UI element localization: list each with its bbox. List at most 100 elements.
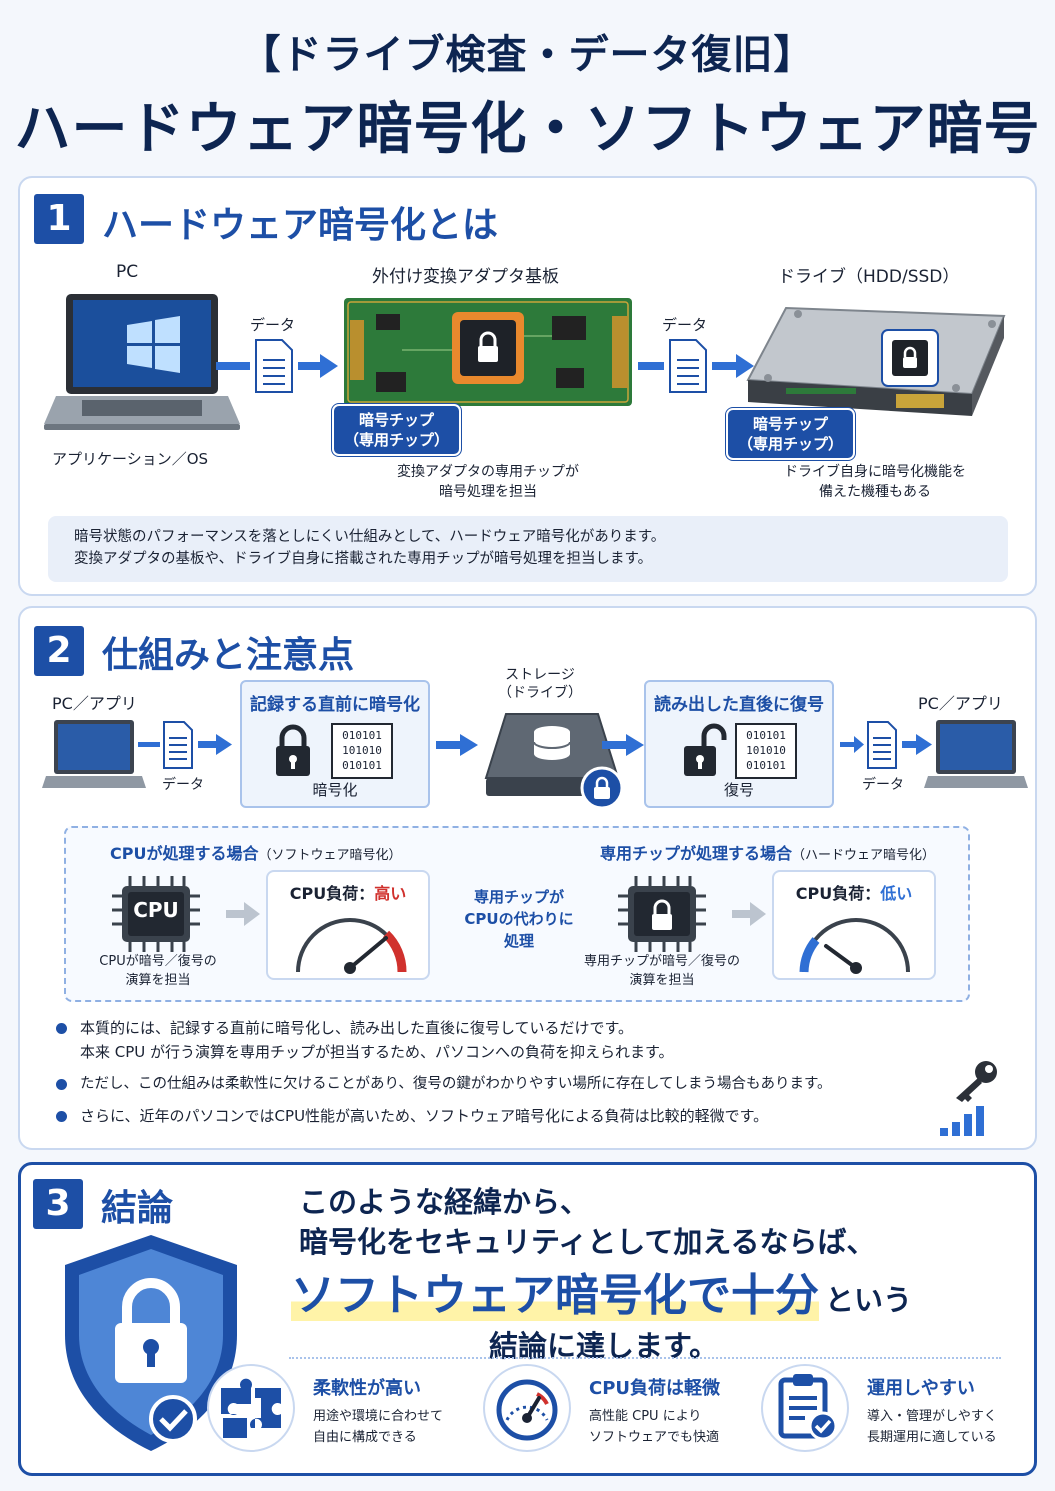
arrow-right-icon	[436, 734, 478, 756]
binary-line: 101010	[342, 744, 382, 757]
feature-flexibility-desc: 用途や環境に合わせて 自由に構成できる	[313, 1406, 443, 1448]
cpu-case-heading-sub: （ソフトウェア暗号化）	[258, 848, 402, 863]
cpu-chip-label: CPU	[133, 898, 179, 922]
chip-badge-2-line1: 暗号チップ	[753, 415, 829, 433]
chip-badge-2: 暗号チップ （専用チップ）	[726, 408, 856, 460]
feature-desc-line: 長期運用に適している	[867, 1430, 997, 1445]
drive-caption-line2: 備えた機種もある	[819, 484, 931, 500]
feature-flexibility: 柔軟性が高い 用途や環境に合わせて 自由に構成できる	[207, 1360, 477, 1460]
adapter-caption-line2: 暗号処理を担当	[439, 484, 537, 500]
data-arrow-icon	[138, 721, 232, 769]
middle-line-3: 処理	[503, 932, 534, 950]
cpu-caption-line1: CPUが暗号／復号の	[99, 954, 217, 969]
bullet-1-line-1: 本質的には、記録する直前に暗号化し、読み出した直後に復号しているだけです。	[80, 1019, 634, 1037]
section-3-title: 結論	[101, 1188, 174, 1229]
cpu-caption-line2: 演算を担当	[125, 973, 191, 988]
pc-app-right-label: PC／アプリ	[918, 694, 1003, 713]
feature-desc-line: ソフトウェアでも快適	[589, 1430, 720, 1445]
puzzle-icon	[221, 1378, 281, 1438]
cpu-caption: CPUが暗号／復号の 演算を担当	[78, 952, 238, 990]
binary-text: 010101 101010 010101	[738, 728, 794, 773]
data-label-right: データ	[862, 777, 904, 793]
pc-label: PC	[116, 262, 139, 282]
info-line-1: 暗号状態のパフォーマンスを落としにくい仕組みとして、ハードウェア暗号化があります…	[74, 529, 666, 545]
binary-line: 010101	[342, 759, 382, 772]
feature-cpu-load-title: CPU負荷は軽微	[589, 1378, 721, 1399]
chip-badge-1-line2: （専用チップ）	[344, 431, 450, 449]
cpu-load-label: CPU負荷：	[795, 884, 881, 903]
laptop-icon	[44, 294, 240, 430]
data-label-left: データ	[162, 777, 204, 793]
bullet-1-line-2: 本来 CPU が行う演算を専用チップが担当するため、パソコンへの負荷を抑えられま…	[80, 1043, 674, 1061]
feature-cpu-load: CPU負荷は軽微 高性能 CPU により ソフトウェアでも快適	[483, 1360, 753, 1460]
drive-caption-line1: ドライブ自身に暗号化機能を	[784, 464, 966, 480]
chip-case-heading-text: 専用チップが処理する場合	[600, 844, 793, 863]
section-2-number: 2	[34, 626, 84, 676]
binary-line: 010101	[746, 759, 786, 772]
cpu-load-high-value: 高い	[374, 884, 407, 903]
chip-caption-line2: 演算を担当	[629, 973, 695, 988]
section-1-number: 1	[34, 194, 84, 244]
pc-caption: アプリケーション／OS	[52, 450, 209, 468]
laptop-icon	[42, 720, 146, 788]
header-subtitle: 【ドライブ検査・データ復旧】	[240, 32, 815, 78]
gauge-high-icon	[296, 918, 407, 974]
chip-caption: 専用チップが暗号／復号の 演算を担当	[570, 952, 754, 990]
adapter-label: 外付け変換アダプタ基板	[372, 267, 559, 287]
chip-caption-line1: 専用チップが暗号／復号の	[583, 954, 740, 969]
data-arrow-icon	[638, 339, 754, 393]
binary-text: 010101 101010 010101	[334, 728, 390, 773]
chip-badge-1: 暗号チップ （専用チップ）	[332, 404, 462, 456]
cpu-load-high-gauge: CPU負荷：高い	[266, 870, 430, 980]
decrypt-box-caption: 復号	[723, 781, 754, 799]
data-label-1: データ	[250, 316, 296, 334]
cpu-load-label: CPU負荷：	[289, 884, 375, 903]
chip-badge-1-line1: 暗号チップ	[359, 411, 435, 429]
storage-label-line1: ストレージ	[505, 667, 575, 683]
feature-cpu-load-desc: 高性能 CPU により ソフトウェアでも快適	[589, 1406, 719, 1448]
drive-caption: ドライブ自身に暗号化機能を 備えた機種もある	[750, 462, 1000, 502]
decrypt-box: 読み出した直後に復号 010101 101010 010101 復号	[644, 680, 834, 808]
chip-case-heading-sub: （ハードウェア暗号化）	[792, 848, 936, 863]
section-2-title: 仕組みと注意点	[102, 635, 355, 676]
hdd-icon	[746, 306, 1006, 416]
adapter-caption: 変換アダプタの専用チップが 暗号処理を担当	[372, 462, 604, 502]
chip-case-heading: 専用チップが処理する場合（ハードウェア暗号化）	[600, 840, 935, 864]
binary-line: 010101	[342, 729, 382, 742]
lock-binary-icon	[276, 723, 393, 779]
laptop-icon	[924, 720, 1028, 788]
conclusion-tail: という	[825, 1283, 913, 1317]
section-1-card: 1 ハードウェア暗号化とは PC アプリケーション／OS データ 外付け変換アダ…	[18, 176, 1037, 596]
cpu-load-low-value: 低い	[880, 884, 913, 903]
binary-line: 010101	[746, 729, 786, 742]
bullet-item-3: さらに、近年のパソコンではCPU性能が高いため、ソフトウェア暗号化による負荷は比…	[52, 1104, 972, 1128]
encrypt-box-caption: 暗号化	[312, 781, 358, 799]
info-line-2: 変換アダプタの基板や、ドライブ自身に搭載された専用チップが暗号処理を担当します。	[74, 551, 653, 567]
feature-desc-line: 高性能 CPU により	[589, 1409, 702, 1424]
bullet-item-2: ただし、この仕組みは柔軟性に欠けることがあり、復号の鍵がわかりやすい場所に存在し…	[52, 1072, 972, 1096]
section-1-info: 暗号状態のパフォーマンスを落としにくい仕組みとして、ハードウェア暗号化があります…	[48, 516, 1008, 582]
feature-desc-line: 自由に構成できる	[313, 1430, 417, 1445]
data-arrow-icon	[840, 721, 932, 769]
encrypt-box: 記録する直前に暗号化 010101 101010 010101 暗号化	[240, 680, 430, 808]
data-label-2: データ	[662, 316, 708, 334]
conclusion-line-3: ソフトウェア暗号化で十分という	[291, 1259, 912, 1323]
cpu-load-low-gauge: CPU負荷：低い	[772, 870, 936, 980]
adapter-caption-line1: 変換アダプタの専用チップが	[397, 464, 579, 480]
cpu-case-heading-text: CPUが処理する場合	[110, 844, 259, 863]
cpu-load-high-label: CPU負荷：高い	[268, 880, 428, 904]
middle-explanation: 専用チップが CPUの代わりに 処理	[458, 886, 580, 952]
conclusion-highlight: ソフトウェア暗号化で十分	[291, 1270, 819, 1321]
middle-line-1: 専用チップが	[473, 888, 564, 906]
feature-flexibility-title: 柔軟性が高い	[313, 1378, 421, 1399]
feature-desc-line: 導入・管理がしやすく	[867, 1409, 997, 1424]
adapter-board-icon	[344, 298, 632, 406]
gauge-low-icon	[799, 918, 910, 974]
conclusion-line-1: このような経緯から、	[299, 1185, 590, 1219]
feature-operation-desc: 導入・管理がしやすく 長期運用に適している	[867, 1406, 997, 1448]
section-2-card: 2 仕組みと注意点 PC／アプリ データ 記録する直前に暗号化 010101 1…	[18, 606, 1037, 1150]
cpu-load-low-label: CPU負荷：低い	[774, 880, 934, 904]
storage-label: ストレージ （ドライブ）	[498, 666, 582, 702]
data-arrow-icon	[216, 339, 338, 393]
section-1-title: ハードウェア暗号化とは	[102, 205, 499, 246]
